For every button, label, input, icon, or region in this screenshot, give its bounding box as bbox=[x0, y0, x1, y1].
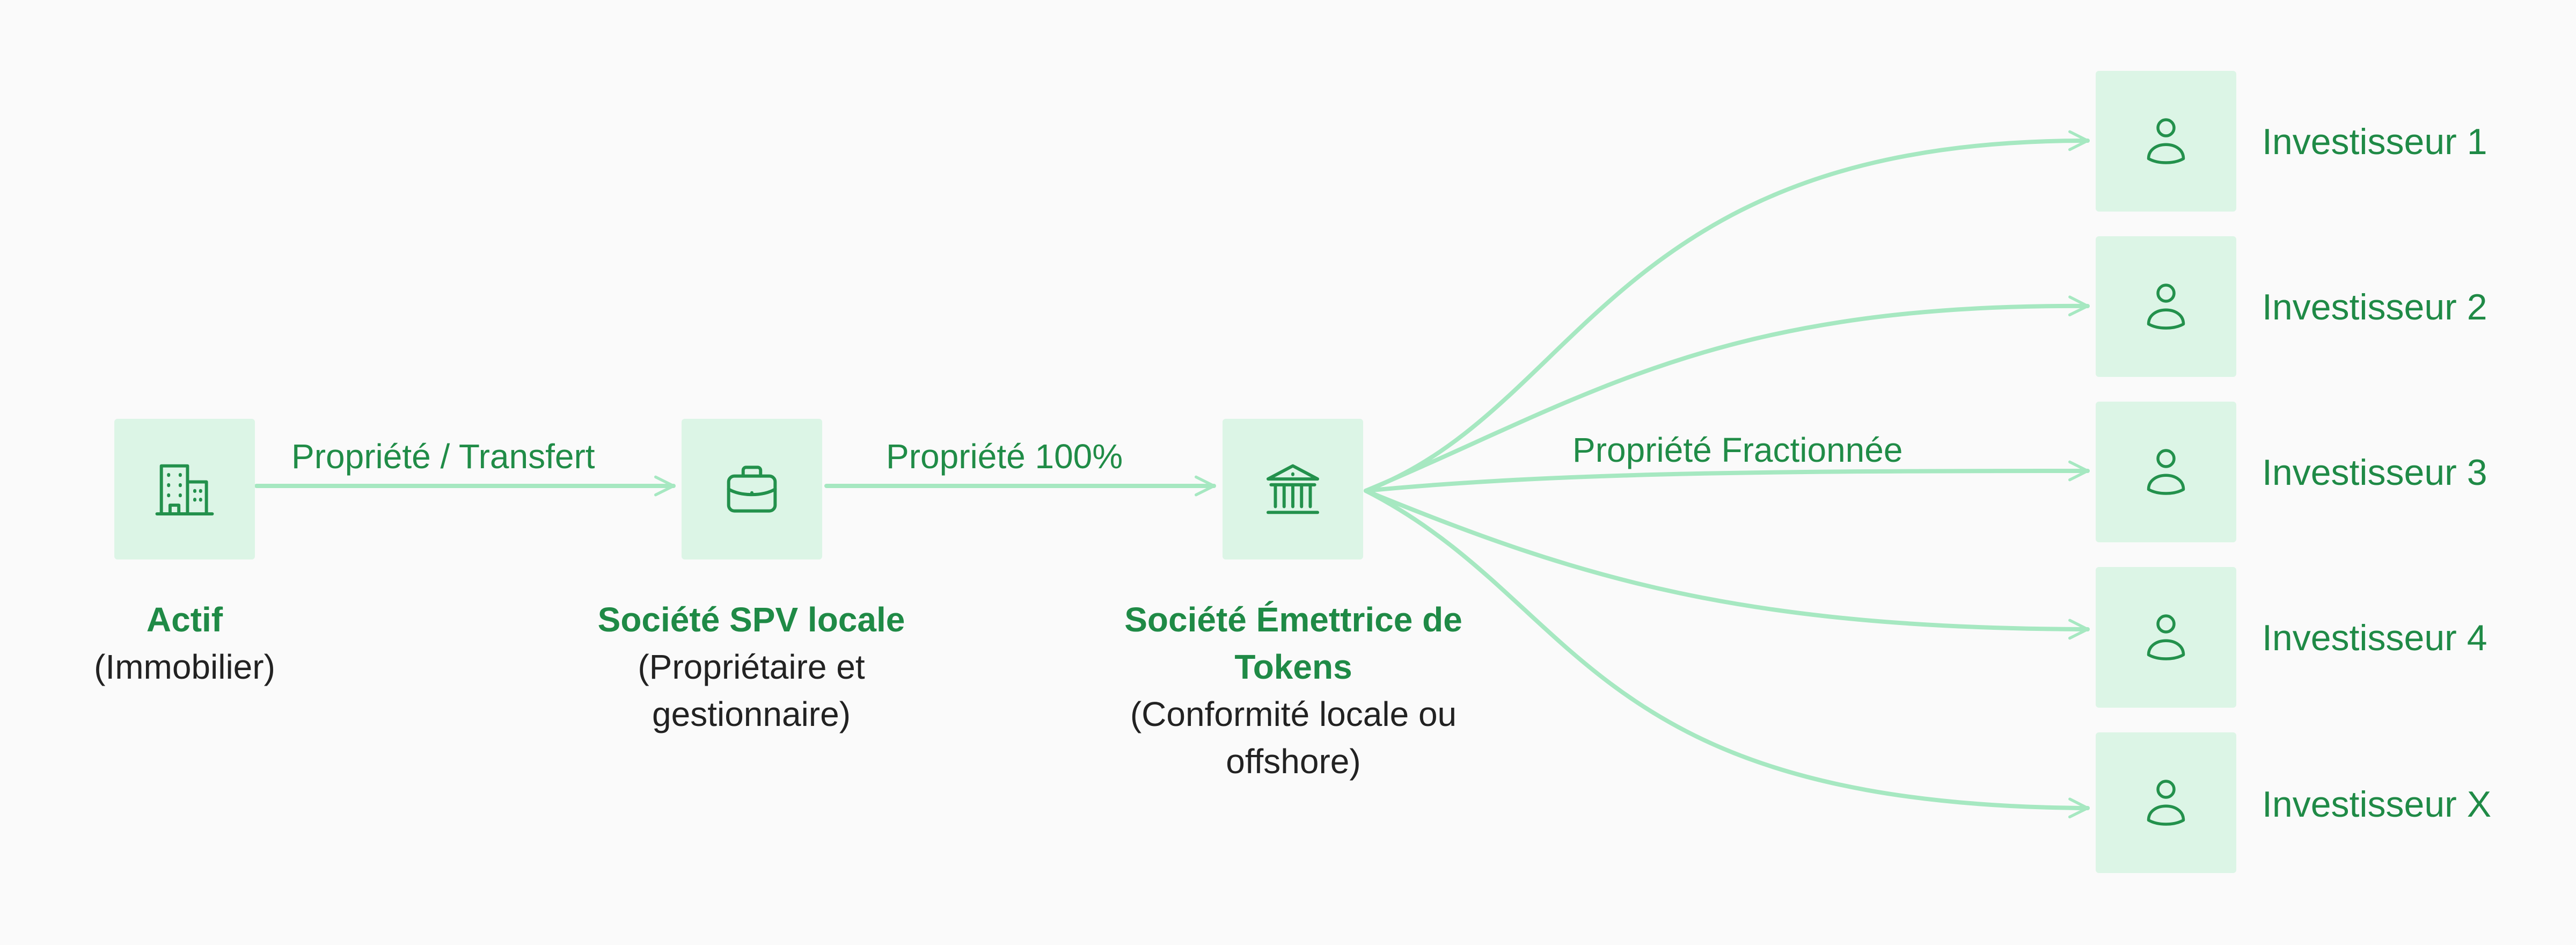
spv-title: Société SPV locale bbox=[597, 600, 905, 639]
spv-description: (Propriétaire et gestionnaire) bbox=[638, 648, 865, 733]
user-icon bbox=[2147, 780, 2185, 826]
bank-icon bbox=[1266, 464, 1320, 514]
investor-4-tile bbox=[2096, 567, 2236, 708]
spv-caption: Société SPV locale (Propriétaire et gest… bbox=[577, 596, 926, 738]
investor-2-label: Investisseur 2 bbox=[2262, 287, 2487, 328]
emettrice-title: Société Émettrice de Tokens bbox=[1124, 600, 1462, 686]
user-icon bbox=[2147, 118, 2185, 164]
building-icon bbox=[155, 464, 214, 516]
actif-tile bbox=[114, 419, 255, 559]
edge-label-spv-emettrice: Propriété 100% bbox=[886, 437, 1123, 476]
actif-description: (Immobilier) bbox=[94, 648, 275, 686]
briefcase-icon bbox=[727, 466, 777, 513]
spv-tile bbox=[682, 419, 822, 559]
emettrice-description: (Conformité locale ou offshore) bbox=[1130, 695, 1457, 781]
investor-3-tile bbox=[2096, 402, 2236, 542]
user-icon bbox=[2147, 284, 2185, 330]
investor-1-label: Investisseur 1 bbox=[2262, 121, 2487, 162]
emettrice-tile bbox=[1223, 419, 1363, 559]
arrow-to-investor-3 bbox=[1364, 460, 2090, 493]
arrow-to-investor-x bbox=[1364, 489, 2090, 819]
arrow-to-investor-4 bbox=[1364, 489, 2090, 640]
investor-1-tile bbox=[2096, 71, 2236, 212]
edge-label-fractionnee: Propriété Fractionnée bbox=[1572, 431, 1903, 469]
actif-caption: Actif (Immobilier) bbox=[56, 596, 313, 690]
investor-3-label: Investisseur 3 bbox=[2262, 452, 2487, 493]
investor-4-label: Investisseur 4 bbox=[2262, 617, 2487, 658]
investor-x-label: Investisseur X bbox=[2262, 784, 2492, 825]
arrow-to-investor-2 bbox=[1364, 295, 2090, 493]
investor-x-tile bbox=[2096, 732, 2236, 873]
user-icon bbox=[2147, 614, 2185, 660]
user-icon bbox=[2147, 449, 2185, 495]
investor-2-tile bbox=[2096, 236, 2236, 377]
actif-title: Actif bbox=[146, 600, 223, 639]
edge-label-actif-spv: Propriété / Transfert bbox=[291, 437, 595, 476]
arrow-to-investor-1 bbox=[1364, 130, 2090, 493]
emettrice-caption: Société Émettrice de Tokens (Conformité … bbox=[1095, 596, 1492, 785]
